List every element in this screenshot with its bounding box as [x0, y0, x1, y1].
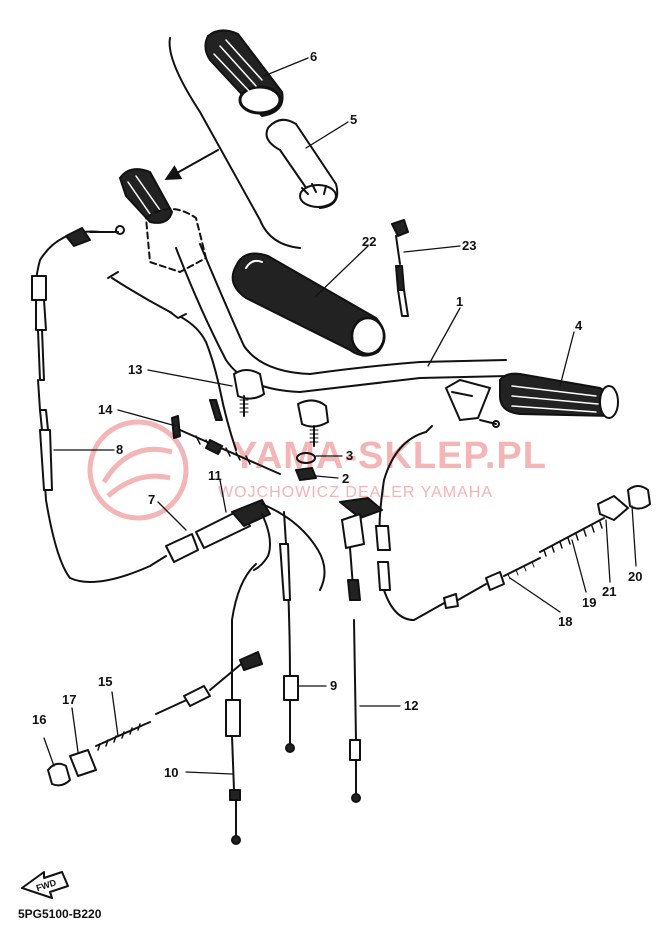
part-20-nut	[627, 485, 651, 510]
callout-7: 7	[148, 492, 155, 507]
part-8-clutch-cable	[31, 225, 167, 583]
part-10-cable	[225, 563, 257, 845]
callout-2: 2	[342, 471, 349, 486]
part-11-throttle-cable	[107, 271, 326, 591]
part-19-adjuster-bolt	[503, 517, 605, 580]
part-12-cable	[339, 497, 383, 803]
callout-1: 1	[456, 294, 463, 309]
part-2-nut	[295, 467, 317, 481]
callout-5: 5	[350, 112, 357, 127]
part-22-grip-cover	[231, 252, 386, 357]
callout-3: 3	[346, 448, 353, 463]
callout-6: 6	[310, 49, 317, 64]
fwd-arrow-icon: FWD	[21, 871, 69, 899]
callout-22: 22	[362, 234, 376, 249]
part-18-cable	[375, 425, 505, 621]
part-9-cable	[279, 511, 299, 753]
callout-13: 13	[128, 362, 142, 377]
callout-15: 15	[98, 674, 112, 689]
part-15-adjuster-bolt	[95, 721, 151, 751]
left-switch-housing	[145, 208, 207, 273]
cable-junction	[155, 651, 263, 715]
callout-23: 23	[462, 238, 476, 253]
part-21-cap	[597, 495, 629, 521]
part-16-nut	[47, 762, 71, 787]
callout-21: 21	[602, 584, 616, 599]
part-7-adjuster	[165, 499, 271, 563]
handlebar-left-grip	[119, 168, 173, 224]
callout-8: 8	[116, 442, 123, 457]
callout-10: 10	[164, 765, 178, 780]
watermark-subtext: WOJCHOWICZ DEALER YAMAHA	[218, 484, 493, 501]
callout-9: 9	[330, 678, 337, 693]
diagram-code: 5PG5100-B220	[18, 907, 102, 921]
watermark-text: YAMA-SKLEP.PL	[232, 435, 547, 477]
callout-14: 14	[98, 402, 113, 417]
leader-lines	[43, 57, 637, 775]
part-4-right-grip	[499, 372, 619, 419]
part-3-washer	[296, 452, 316, 464]
part-14-cable-guide	[171, 415, 281, 475]
watermark: YAMA-SKLEP.PL WOJCHOWICZ DEALER YAMAHA	[87, 419, 547, 521]
part-13-handlebar-holder	[233, 369, 329, 447]
callout-19: 19	[582, 595, 596, 610]
detail-bracket-line	[168, 37, 301, 249]
detail-arrow	[164, 149, 219, 180]
callout-16: 16	[32, 712, 46, 727]
callout-20: 20	[628, 569, 642, 584]
part-17-cap	[69, 749, 97, 777]
watermark-ring	[87, 419, 189, 521]
callout-4: 4	[575, 318, 583, 333]
callout-12: 12	[404, 698, 418, 713]
part-6-grip	[204, 29, 284, 117]
callout-11: 11	[208, 468, 222, 483]
throttle-housing	[445, 379, 500, 428]
part-5-throttle-sleeve	[265, 118, 339, 209]
part-23-band	[391, 219, 409, 317]
callout-17: 17	[62, 692, 76, 707]
callout-18: 18	[558, 614, 572, 629]
callout-labels: 1 2 3 4 5 6 7 8 9 10 11 12 13 14 15 16 1…	[32, 49, 642, 780]
watermark-logo-icon	[101, 446, 173, 498]
